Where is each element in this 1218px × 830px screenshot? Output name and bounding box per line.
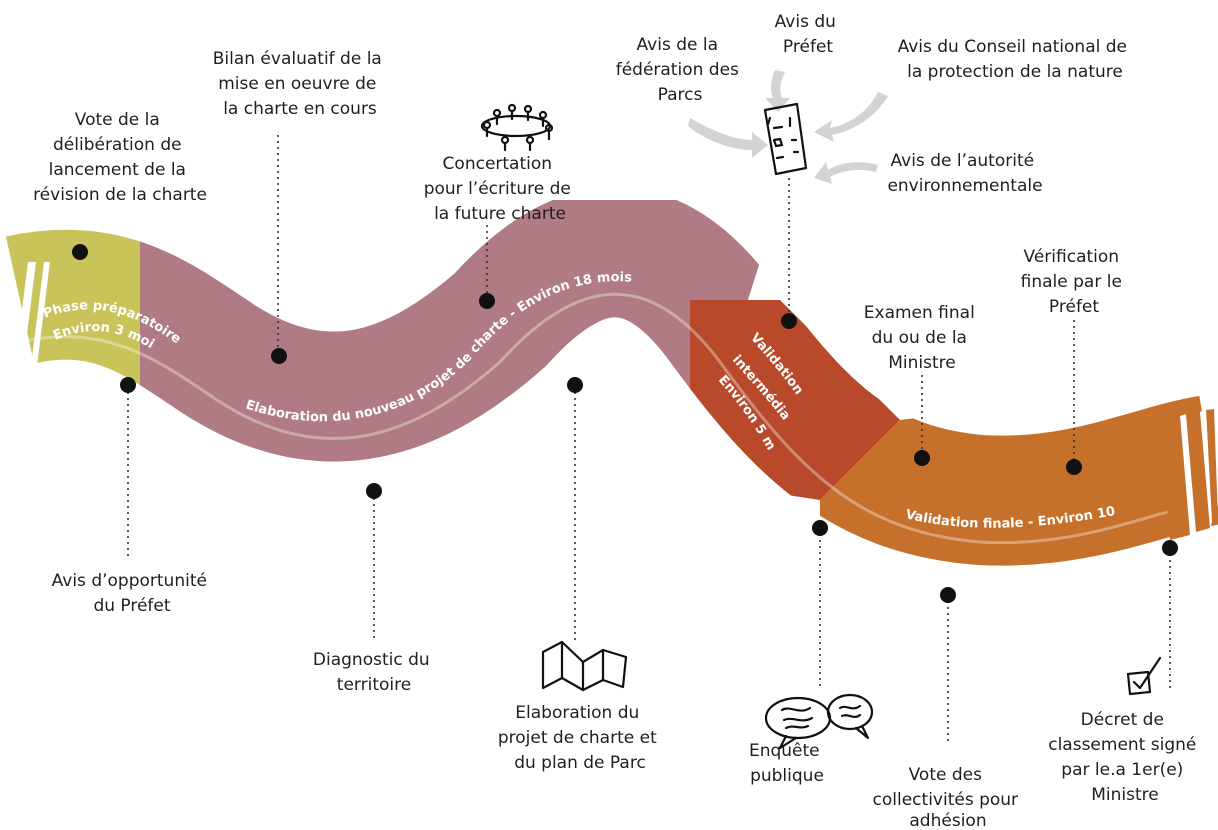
label-examen: Examen final du ou de la Ministre [864,303,980,373]
milestone-dot-verification [1066,459,1082,475]
folded-map-icon [541,640,628,692]
milestone-dot-examen [914,450,930,466]
label-avis-federation: Avis de la fédération des Parcs [616,35,745,105]
label-avis-autorite: Avis de l’autorité environnementale [887,151,1042,196]
label-verification: Vérification finale par le Préfet [1021,247,1128,317]
arrow-from-federation [688,118,768,158]
arrow-from-autorite [814,162,878,184]
milestone-dot-concertation [479,293,495,309]
document-list-icon [763,102,808,176]
people-circle-icon [480,103,554,152]
milestone-dot-avis [781,313,797,329]
label-bilan: Bilan évaluatif de la mise en oeuvre de … [213,49,388,119]
milestone-dot-diagnostic [366,483,382,499]
speech-bubbles-icon [764,693,874,750]
arrow-from-cnpn [814,92,888,142]
label-avis-cnpn: Avis du Conseil national de la protectio… [898,37,1133,82]
label-elaboration: Elaboration du projet de charte et du pl… [498,703,662,773]
milestone-dot-avis-opportunite [120,377,136,393]
arrow-from-prefet [765,70,790,112]
label-enquete: Enquête publique [749,741,825,786]
milestone-dots [72,244,1178,603]
labels-top: Vote de la délibération de lancement de … [33,49,1128,373]
milestone-dot-vote-collectivites [940,587,956,603]
label-vote-collectivites: Vote des collectivités pour adhésion [873,765,1024,830]
label-avis-opportunite: Avis d’opportunité du Préfet [52,571,213,616]
label-vote: Vote de la délibération de lancement de … [33,110,207,205]
milestone-dot-decret [1162,540,1178,556]
checkbox-icon [1126,656,1162,696]
milestone-dot-enquete [812,520,828,536]
labels-bottom: Avis d’opportunité du Préfet Diagnostic … [52,571,1202,830]
ribbon-start-stripes [12,262,50,390]
label-decret: Décret de classement signé par le.a 1er(… [1048,710,1202,805]
timeline-ribbon [12,252,1218,542]
milestone-dot-bilan [271,348,287,364]
label-diagnostic: Diagnostic du territoire [313,650,435,695]
milestone-dot-vote [72,244,88,260]
ribbon-end-stripes [1160,409,1218,540]
milestone-dot-elaboration [567,377,583,393]
opinions-cluster: Avis de la fédération des Parcs Avis du … [616,12,1133,196]
label-concertation: Concertation pour l’écriture de la futur… [424,154,577,224]
leader-lines [79,135,1171,745]
label-avis-prefet: Avis du Préfet [775,12,842,57]
